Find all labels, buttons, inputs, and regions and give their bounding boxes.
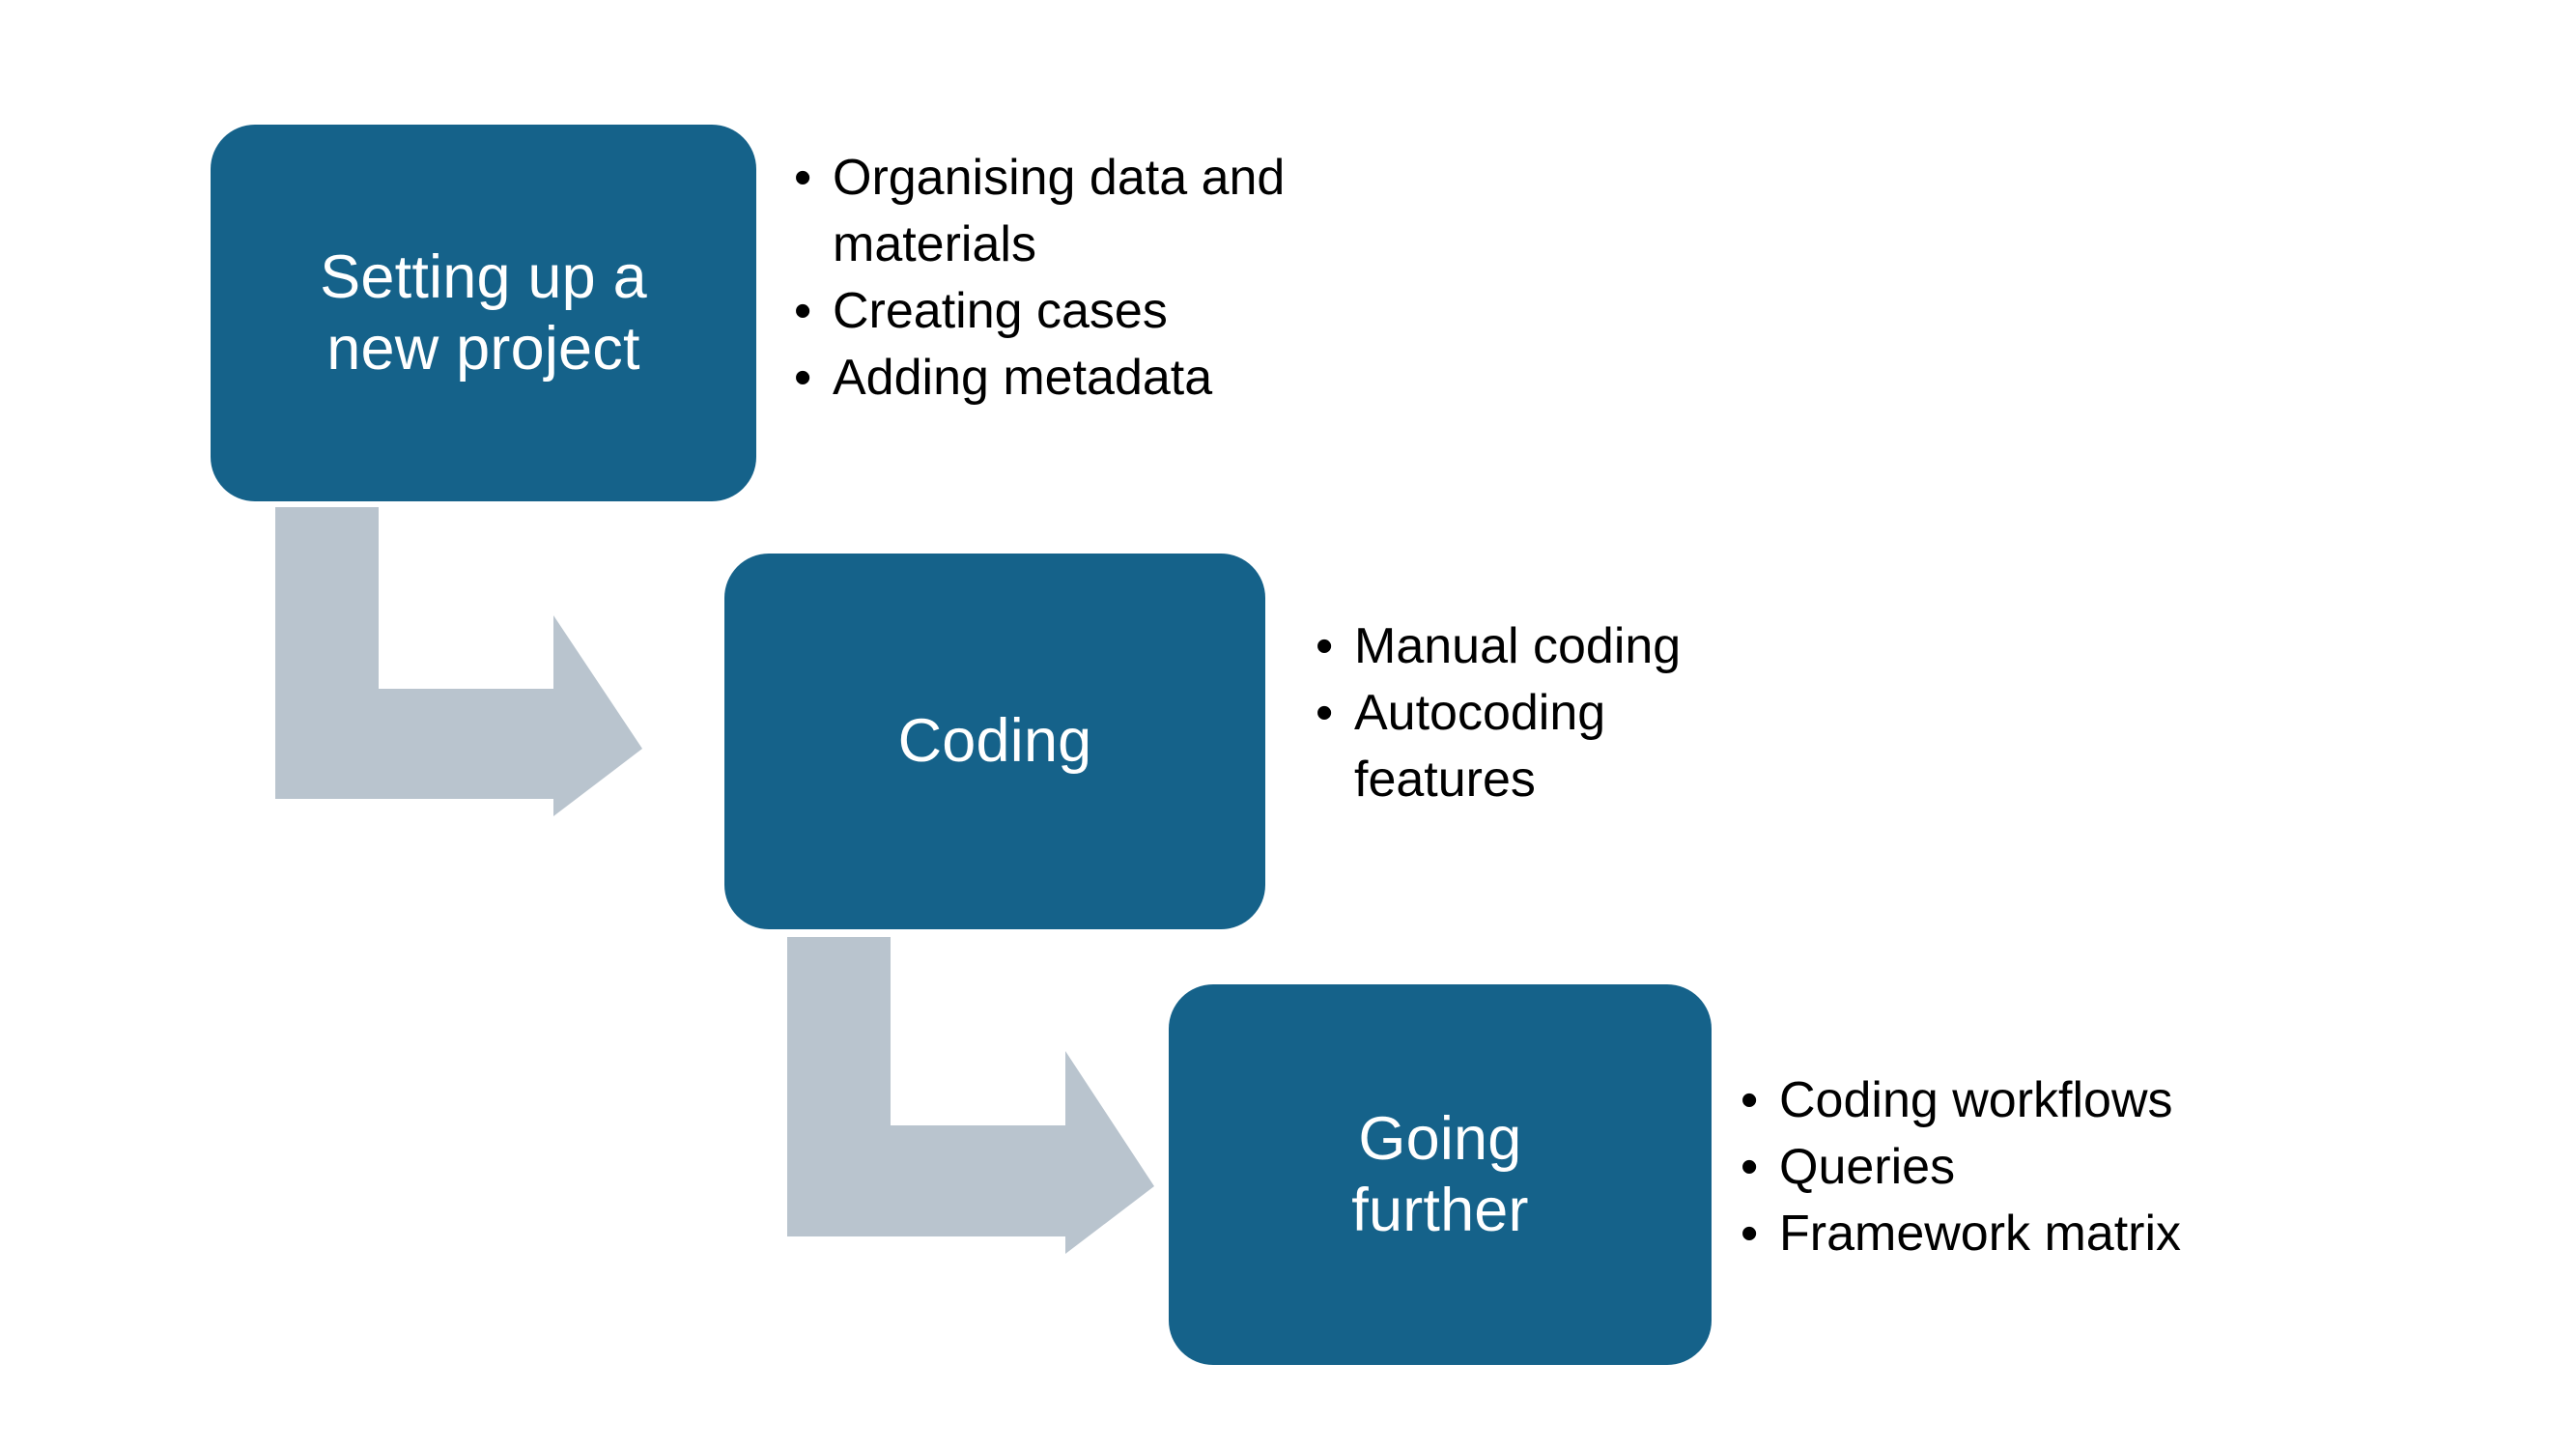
process-box-coding[interactable]: Coding bbox=[724, 554, 1265, 929]
bullet-point-icon: • bbox=[1741, 1206, 1759, 1262]
list-item-label: Adding metadata bbox=[833, 350, 1213, 406]
list-item-label: Coding workflows bbox=[1779, 1072, 2173, 1128]
list-item-label: Creating cases bbox=[833, 283, 1168, 339]
bent-arrow-down-right-icon bbox=[787, 937, 1154, 1254]
bullet-point-icon: • bbox=[794, 283, 812, 339]
list-item: • Creating cases bbox=[794, 278, 1316, 345]
list-item: • Manual coding bbox=[1316, 613, 1731, 680]
process-box-label: Setting up a new project bbox=[320, 242, 647, 383]
bullet-point-icon: • bbox=[1316, 685, 1334, 741]
list-item-label: Queries bbox=[1779, 1139, 1956, 1195]
list-item-label: Organising data and materials bbox=[833, 150, 1286, 272]
process-box-label: Coding bbox=[897, 707, 1092, 776]
bent-arrow-down-right-icon bbox=[275, 507, 642, 816]
bullet-point-icon: • bbox=[1741, 1072, 1759, 1128]
list-item: • Autocoding features bbox=[1316, 680, 1731, 813]
list-item: • Framework matrix bbox=[1741, 1201, 2320, 1267]
list-item: • Queries bbox=[1741, 1134, 2320, 1201]
list-item: • Coding workflows bbox=[1741, 1067, 2320, 1134]
process-box-going-further[interactable]: Going further bbox=[1169, 984, 1712, 1365]
bullet-list-coding: • Manual coding • Autocoding features bbox=[1316, 613, 1731, 813]
bullet-list-setting-up: • Organising data and materials • Creati… bbox=[794, 145, 1316, 412]
bullet-list-going-further: • Coding workflows • Queries • Framework… bbox=[1741, 1067, 2320, 1267]
list-item-label: Framework matrix bbox=[1779, 1206, 2182, 1262]
list-item-label: Autocoding features bbox=[1354, 685, 1606, 808]
bullet-point-icon: • bbox=[794, 350, 812, 406]
process-box-setting-up[interactable]: Setting up a new project bbox=[211, 125, 756, 501]
list-item: • Adding metadata bbox=[794, 345, 1316, 412]
bullet-point-icon: • bbox=[1316, 618, 1334, 674]
list-item-label: Manual coding bbox=[1354, 618, 1682, 674]
process-box-label: Going further bbox=[1351, 1104, 1529, 1244]
bullet-point-icon: • bbox=[794, 150, 812, 206]
list-item: • Organising data and materials bbox=[794, 145, 1316, 278]
bullet-point-icon: • bbox=[1741, 1139, 1759, 1195]
